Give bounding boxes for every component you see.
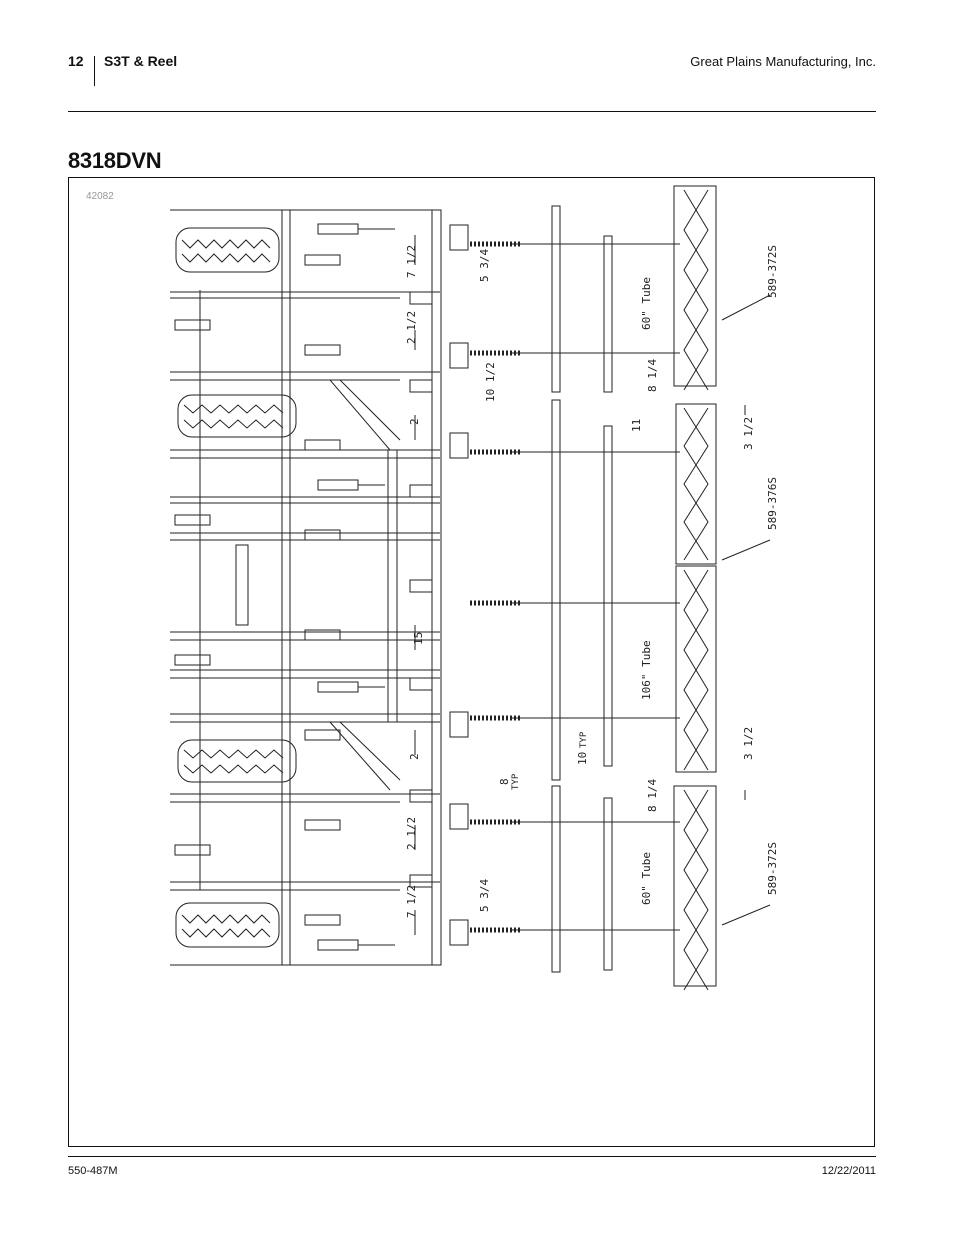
dim-10-typ: 10 [576, 752, 589, 765]
hydraulic-cylinders [235, 223, 395, 951]
figure-id: 42082 [86, 191, 114, 202]
tube-label-bottom: 60" Tube [640, 852, 653, 905]
dim-3-1-2-bot: 3 1/2 [742, 727, 755, 760]
implement-drawing: 7 1/2 2 1/2 2 15 2 2 1/2 7 1/2 5 3/4 10 … [170, 185, 779, 991]
tube-label-top: 60" Tube [640, 277, 653, 330]
dim-2-1-2-bot: 2 1/2 [405, 817, 418, 850]
reels [673, 185, 717, 991]
dim-15: 15 [412, 632, 425, 645]
part-label-bottom: 589-372S [766, 842, 779, 895]
dim-typ-a: TYP [511, 773, 521, 790]
dim-10-1-2: 10 1/2 [484, 362, 497, 402]
doc-number: 550-487M [68, 1165, 118, 1177]
main-frame [170, 209, 442, 966]
dim-2-a: 2 [408, 418, 421, 425]
dim-5-3-4-bot: 5 3/4 [478, 879, 491, 912]
dim-7-1-2-top: 7 1/2 [405, 245, 418, 278]
shanks [174, 254, 433, 926]
dim-2-1-2-top: 2 1/2 [405, 311, 418, 344]
part-label-middle: 589-376S [766, 477, 779, 530]
dim-8-typ: 8 [498, 778, 511, 785]
page-number: 12 [68, 53, 84, 69]
header-rule [68, 111, 876, 112]
dim-typ-b: TYP [579, 731, 589, 748]
dim-7-1-2-bot: 7 1/2 [405, 885, 418, 918]
header-separator [94, 56, 95, 86]
leader-lines [414, 235, 771, 935]
part-label-top: 589-372S [766, 245, 779, 298]
dim-5-3-4-top: 5 3/4 [478, 249, 491, 282]
dim-8-1-4-top: 8 1/4 [646, 359, 659, 392]
section-title: 8318DVN [68, 148, 162, 173]
footer-rule [68, 1156, 876, 1157]
tube-label-middle: 106" Tube [640, 640, 653, 700]
spring-tines [449, 205, 680, 973]
figure-frame [68, 177, 875, 1147]
dim-8-1-4-bot: 8 1/4 [646, 779, 659, 812]
footer-date: 12/22/2011 [821, 1165, 876, 1177]
dim-2-b: 2 [408, 753, 421, 760]
dim-3-1-2-top: 3 1/2 [742, 417, 755, 450]
manual-title: S3T & Reel [104, 53, 178, 69]
tires [175, 227, 297, 948]
company-name: Great Plains Manufacturing, Inc. [690, 54, 876, 69]
dim-11: 11 [630, 419, 643, 432]
